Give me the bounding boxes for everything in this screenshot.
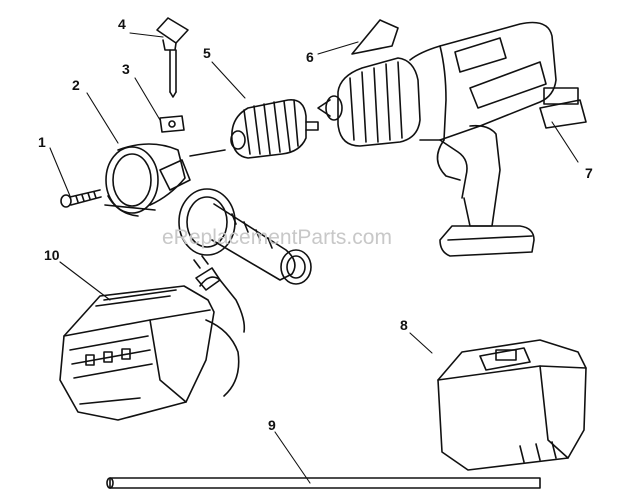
side-handle xyxy=(178,188,312,285)
leader-lines xyxy=(49,32,579,484)
t-screw xyxy=(156,17,189,98)
drill-bit xyxy=(106,477,541,489)
charger xyxy=(59,255,246,421)
screw xyxy=(60,189,102,208)
square-nut xyxy=(159,115,185,133)
callout-10: 10 xyxy=(44,247,60,263)
callout-1: 1 xyxy=(38,134,46,150)
callout-9: 9 xyxy=(268,417,276,433)
drill-body xyxy=(317,19,587,257)
battery-pack xyxy=(437,339,587,471)
callout-6: 6 xyxy=(306,49,314,65)
callout-4: 4 xyxy=(118,16,126,32)
callout-2: 2 xyxy=(72,77,80,93)
callout-8: 8 xyxy=(400,317,408,333)
callout-5: 5 xyxy=(203,45,211,61)
watermark: eReplacementParts.com xyxy=(162,226,392,249)
clamp-band xyxy=(104,143,191,217)
callout-3: 3 xyxy=(122,61,130,77)
chuck xyxy=(189,99,319,159)
callout-7: 7 xyxy=(585,165,593,181)
